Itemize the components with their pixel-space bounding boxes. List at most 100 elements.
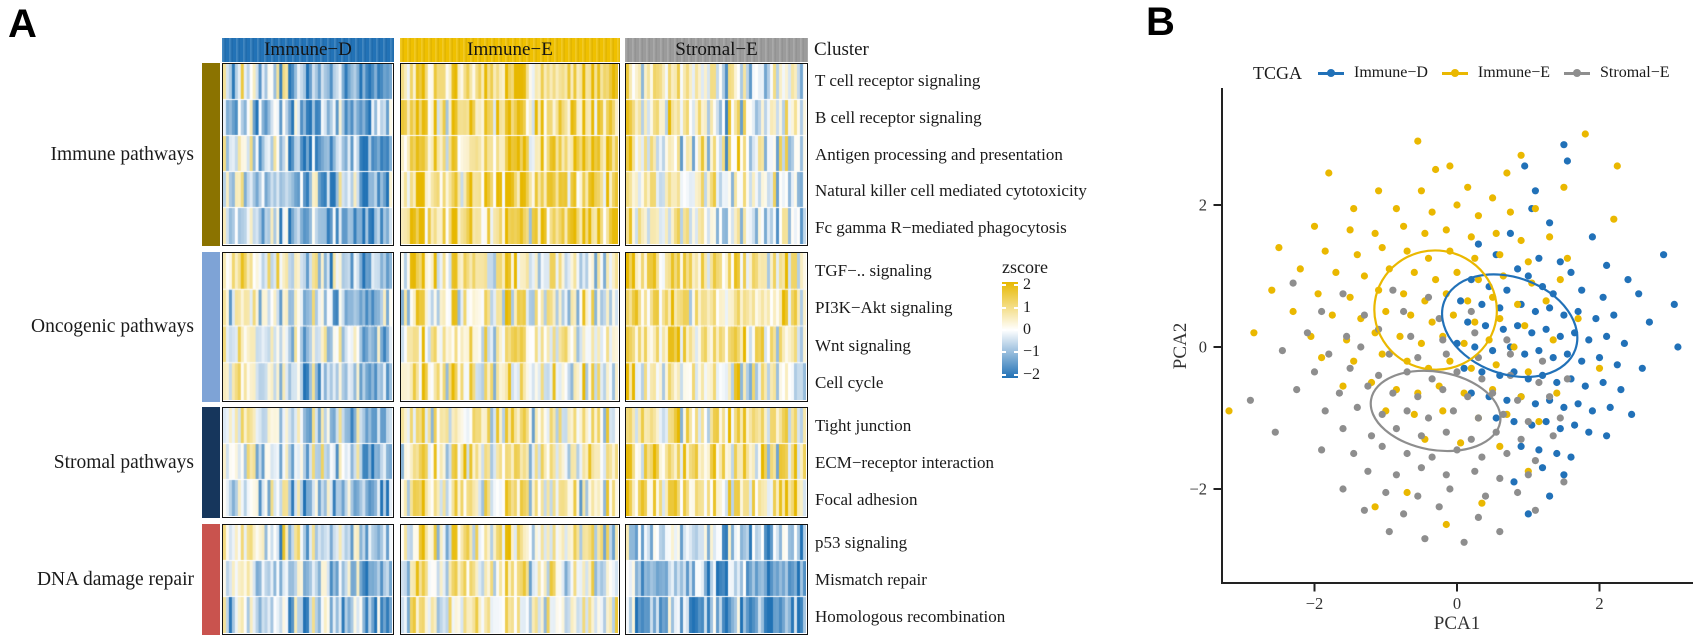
data-point-immune-e xyxy=(1310,222,1319,230)
data-point-immune-e xyxy=(1378,244,1386,252)
data-point-stromal-e xyxy=(1442,471,1450,479)
data-point-immune-e xyxy=(1417,339,1425,347)
colorbar-tick-mark xyxy=(1002,329,1006,331)
data-point-immune-e xyxy=(1314,290,1322,298)
data-point-immune-d xyxy=(1628,410,1636,418)
data-point-immune-d xyxy=(1478,300,1486,308)
data-point-stromal-e xyxy=(1318,307,1326,316)
data-point-immune-d xyxy=(1574,307,1582,316)
data-point-immune-e xyxy=(1546,233,1554,241)
row-label: Fc gamma R−mediated phagocytosis xyxy=(815,217,1067,237)
data-point-stromal-e xyxy=(1503,449,1511,458)
legend-label: Immune−E xyxy=(1477,64,1551,81)
data-point-immune-e xyxy=(1403,247,1411,255)
data-point-immune-e xyxy=(1396,332,1404,340)
data-point-immune-d xyxy=(1560,403,1568,411)
data-point-immune-e xyxy=(1595,364,1604,372)
data-point-stromal-e xyxy=(1421,535,1429,543)
data-point-stromal-e xyxy=(1407,332,1415,340)
data-point-immune-e xyxy=(1478,499,1486,507)
data-point-immune-d xyxy=(1560,141,1568,149)
data-point-stromal-e xyxy=(1471,329,1479,337)
data-point-immune-e xyxy=(1581,130,1589,138)
heatmap-block-g1-c3 xyxy=(625,63,808,246)
data-point-stromal-e xyxy=(1367,432,1376,440)
data-point-stromal-e xyxy=(1303,329,1311,337)
data-point-immune-d xyxy=(1613,361,1621,369)
data-point-stromal-e xyxy=(1364,467,1372,475)
data-point-immune-e xyxy=(1424,254,1433,262)
panel-b-label: B xyxy=(1146,0,1175,44)
data-point-stromal-e xyxy=(1546,393,1554,401)
x-tick-label: −2 xyxy=(1306,594,1324,613)
data-point-stromal-e xyxy=(1424,414,1433,422)
data-point-immune-d xyxy=(1617,386,1625,394)
legend-dot-icon xyxy=(1450,69,1459,77)
data-point-stromal-e xyxy=(1325,350,1333,358)
data-point-immune-d xyxy=(1553,378,1561,387)
legend-dot-icon xyxy=(1573,69,1582,77)
data-point-immune-e xyxy=(1556,276,1564,284)
data-point-immune-e xyxy=(1464,183,1472,191)
data-point-stromal-e xyxy=(1403,407,1411,415)
y-tick-label: −2 xyxy=(1189,480,1207,499)
data-point-immune-e xyxy=(1560,183,1568,191)
row-label: PI3K−Akt signaling xyxy=(815,298,953,318)
data-point-stromal-e xyxy=(1293,386,1301,394)
colorbar-tick-label: 2 xyxy=(1023,276,1031,294)
data-point-stromal-e xyxy=(1360,311,1368,319)
data-point-immune-d xyxy=(1603,332,1611,340)
data-point-immune-d xyxy=(1581,382,1589,390)
data-point-immune-d xyxy=(1571,421,1579,429)
data-point-immune-d xyxy=(1546,219,1554,227)
data-point-stromal-e xyxy=(1506,350,1514,358)
data-point-immune-e xyxy=(1492,361,1500,369)
row-label: ECM−receptor interaction xyxy=(815,452,995,472)
data-point-immune-e xyxy=(1453,201,1461,209)
heatmap-block-g3-c3 xyxy=(625,407,808,518)
heatmap-canvas xyxy=(626,525,806,633)
data-point-stromal-e xyxy=(1496,474,1504,482)
row-label: TGF−.. signaling xyxy=(815,260,932,280)
data-point-stromal-e xyxy=(1453,368,1461,376)
data-point-immune-d xyxy=(1542,325,1550,333)
data-point-immune-d xyxy=(1510,478,1518,486)
data-point-stromal-e xyxy=(1350,449,1358,458)
data-point-immune-e xyxy=(1503,169,1511,177)
data-point-immune-e xyxy=(1549,336,1557,344)
data-point-stromal-e xyxy=(1481,492,1490,500)
data-point-stromal-e xyxy=(1474,414,1482,422)
data-point-immune-e xyxy=(1474,212,1482,220)
data-point-immune-d xyxy=(1567,268,1575,276)
data-point-stromal-e xyxy=(1339,290,1347,298)
data-point-immune-e xyxy=(1506,208,1514,216)
data-point-immune-d xyxy=(1603,261,1611,269)
row-label: B cell receptor signaling xyxy=(815,107,982,127)
colorbar-tick-mark xyxy=(1014,284,1018,287)
data-point-immune-d xyxy=(1535,446,1543,454)
data-point-stromal-e xyxy=(1353,403,1361,411)
data-point-immune-d xyxy=(1592,315,1600,323)
data-point-immune-e xyxy=(1410,410,1418,418)
colorbar-tick-mark xyxy=(1002,284,1006,287)
data-point-immune-e xyxy=(1517,151,1525,159)
data-point-stromal-e xyxy=(1346,364,1354,372)
colorbar-tick-mark xyxy=(1014,351,1018,354)
data-point-immune-d xyxy=(1553,449,1561,458)
data-point-immune-d xyxy=(1481,322,1490,330)
colorbar-tick-mark xyxy=(1014,373,1018,376)
heatmap-canvas xyxy=(401,525,618,633)
heatmap-block-g4-c1 xyxy=(222,524,394,635)
data-point-stromal-e xyxy=(1357,343,1365,351)
heatmap-canvas xyxy=(401,253,618,400)
heatmap-block-g3-c2 xyxy=(400,407,620,518)
data-point-immune-d xyxy=(1603,432,1611,440)
data-point-immune-e xyxy=(1392,205,1400,213)
heatmap-canvas xyxy=(401,64,618,244)
group-bar-3 xyxy=(202,407,220,518)
data-point-immune-e xyxy=(1432,165,1440,174)
data-point-immune-d xyxy=(1546,492,1554,500)
data-point-immune-d xyxy=(1478,368,1486,376)
data-point-immune-e xyxy=(1350,357,1358,365)
